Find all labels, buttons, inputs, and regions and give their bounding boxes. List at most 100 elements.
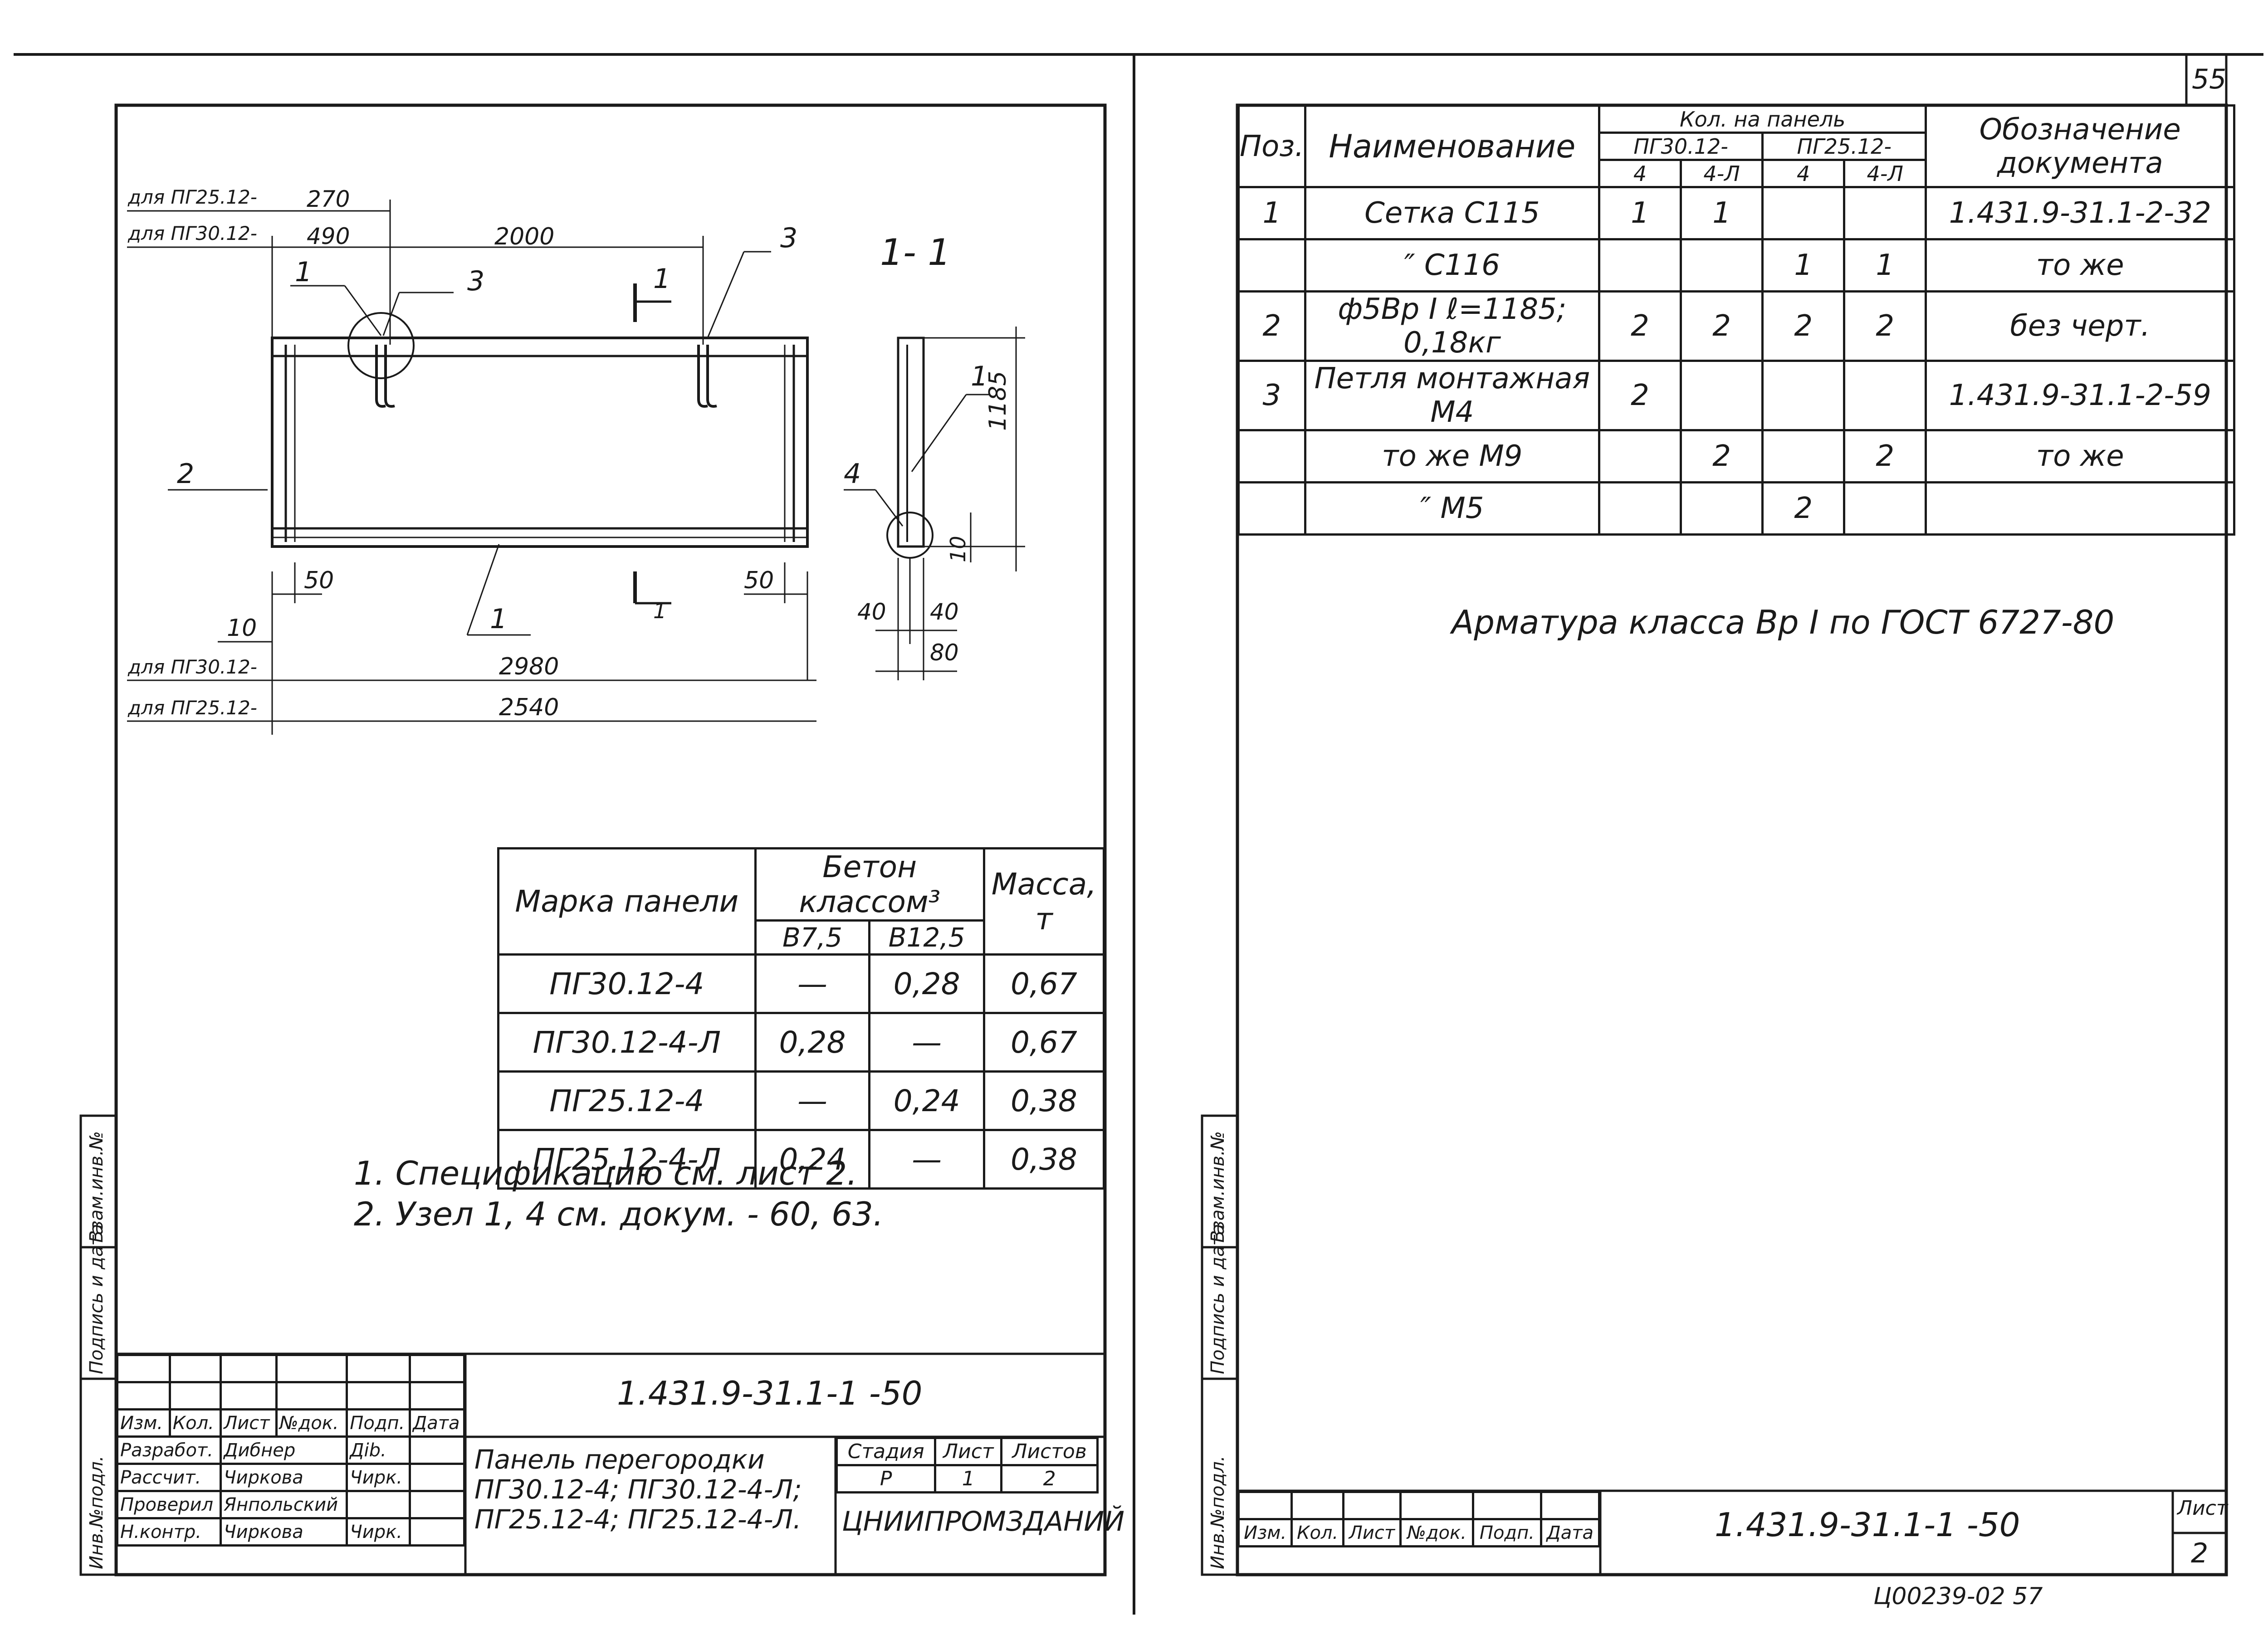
- spec-header-pg25: ПГ25.12-: [1761, 132, 1927, 161]
- table-row: ПГ30.12-4 — 0,28 0,67: [497, 953, 1105, 1014]
- table-row: 2 ф5Вр I ℓ=1185; 0,18кг 2 2 2 2 без черт…: [1237, 290, 2235, 362]
- title-block-code-right: 1.431.9-31.1-1 -50: [1715, 1506, 2020, 1544]
- table-row: 1 Сетка С115 1 1 1.431.9-31.1-2-32: [1237, 186, 2235, 240]
- spec-header-pos: Поз.: [1237, 104, 1306, 188]
- spec-cell: [1843, 360, 1927, 431]
- spec-cell: 1.431.9-31.1-2-59: [1925, 360, 2235, 431]
- dim-40-left: 40: [857, 599, 886, 625]
- sheets-header: Листов: [1000, 1437, 1099, 1466]
- spec-header-col4l: 4-Л: [1843, 159, 1927, 188]
- tb-col-ndoc: №док.: [275, 1408, 348, 1438]
- title-block-sheet-label: Лист: [2177, 1497, 2228, 1520]
- tb-role: Н.контр.: [116, 1517, 222, 1547]
- dim-50-right: 50: [744, 567, 774, 594]
- spec-header-name: Наименование: [1304, 104, 1601, 188]
- tb-person: Чиркова: [220, 1463, 348, 1492]
- mass-table: Марка панели Бетон классом³ Масса, т В7,…: [497, 847, 1105, 1190]
- title-block-stage: Стадия Лист Листов Р 1 2: [835, 1437, 1099, 1493]
- tb-col-kol: Кол.: [1290, 1518, 1345, 1547]
- label-for-pg30-bottom: для ПГ30.12-: [128, 656, 257, 678]
- spec-cell: 1.431.9-31.1-2-32: [1925, 186, 2235, 240]
- table-row: 3 Петля монтажная М4 2 1.431.9-31.1-2-59: [1237, 360, 2235, 431]
- spec-cell: то же М9: [1304, 429, 1601, 483]
- dim-1185: 1185: [984, 371, 1012, 431]
- spec-cell: [1598, 481, 1682, 536]
- tb-col-kol: Кол.: [168, 1408, 222, 1438]
- table-row: ″ С116 1 1 то же: [1237, 238, 2235, 293]
- mass-cell: ПГ25.12-4: [497, 1070, 757, 1131]
- spec-header-col4: 4: [1761, 159, 1846, 188]
- spec-header-col4l: 4-Л: [1679, 159, 1764, 188]
- dim-40-right: 40: [930, 599, 959, 625]
- side-stamp-sign: Подпись и дата: [86, 1224, 107, 1374]
- tb-col-list: Лист: [220, 1408, 278, 1438]
- dim-2000: 2000: [494, 223, 555, 250]
- mass-header-brand: Марка панели: [497, 847, 757, 956]
- sheet-value: 1: [934, 1464, 1003, 1493]
- spec-cell: ф5Вр I ℓ=1185; 0,18кг: [1304, 290, 1601, 362]
- tb-col-izm: Изм.: [1237, 1518, 1293, 1547]
- stage-value: Р: [835, 1464, 937, 1493]
- callout-1-bottom: 1: [490, 603, 508, 635]
- label-for-pg25: для ПГ25.12-: [128, 186, 257, 208]
- spec-cell: [1598, 429, 1682, 483]
- title-block-title: Панель перегородки ПГ30.12-4; ПГ30.12-4-…: [474, 1444, 802, 1535]
- spec-cell: [1843, 481, 1927, 536]
- spec-cell: [1679, 360, 1764, 431]
- spec-cell: [1925, 481, 2235, 536]
- dim-2980: 2980: [499, 653, 559, 680]
- mass-header-b75: В7,5: [754, 919, 871, 956]
- spec-cell: Петля монтажная М4: [1304, 360, 1601, 431]
- spec-cell: без черт.: [1925, 290, 2235, 362]
- spec-cell: [1237, 429, 1306, 483]
- tb-person: Дибнер: [220, 1435, 348, 1465]
- label-for-pg25-bottom: для ПГ25.12-: [128, 697, 257, 719]
- tb-signature: Дib.: [346, 1435, 411, 1465]
- spec-note: Арматура класса Вр I по ГОСТ 6727-80: [1452, 603, 2115, 641]
- title-block-code-left: 1.431.9-31.1-1 -50: [617, 1374, 923, 1412]
- spec-header-col4: 4: [1598, 159, 1682, 188]
- side-stamp-sign-right: Подпись и дата: [1207, 1224, 1228, 1374]
- callout-2: 2: [177, 458, 195, 490]
- side-stamp-replace-right: Взам.инв.№: [1207, 1131, 1228, 1243]
- spec-cell: 2: [1761, 481, 1846, 536]
- sheets-value: 2: [1000, 1464, 1099, 1493]
- note-1: 1. Спецификацию см. лист 2.: [354, 1154, 857, 1192]
- mass-cell: 0,38: [982, 1070, 1105, 1131]
- spec-cell: ″ М5: [1304, 481, 1601, 536]
- spec-cell: [1237, 481, 1306, 536]
- tb-col-date: Дата: [1540, 1518, 1600, 1547]
- tb-col-list: Лист: [1342, 1518, 1402, 1547]
- specification-table: Поз. Наименование Кол. на панель Обознач…: [1237, 104, 2235, 536]
- footer-code: Ц00239-02 57: [1873, 1583, 2043, 1610]
- mass-cell: 0,24: [754, 1129, 871, 1190]
- spec-cell: то же: [1925, 238, 2235, 293]
- mass-cell: 0,28: [754, 1012, 871, 1073]
- mass-cell: ПГ30.12-4-Л: [497, 1012, 757, 1073]
- callout-1-section-mark: 1: [653, 263, 671, 295]
- spec-header-pg30: ПГ30.12-: [1598, 132, 1764, 161]
- spec-cell: 1: [1598, 186, 1682, 240]
- mass-cell: 0,28: [868, 953, 985, 1014]
- mass-cell: —: [868, 1012, 985, 1073]
- tb-signature: [346, 1490, 411, 1519]
- organization-name: ЦНИИПРОМЗДАНИЙ: [842, 1506, 1125, 1537]
- tb-col-ndoc: №док.: [1399, 1518, 1475, 1547]
- tb-col-izm: Изм.: [116, 1408, 171, 1438]
- sheet-number: 55: [2192, 63, 2227, 95]
- dim-10: 10: [227, 615, 257, 642]
- tb-role: Проверил: [116, 1490, 222, 1519]
- dim-10-section: 10: [946, 536, 970, 562]
- mass-cell: —: [868, 1129, 985, 1190]
- mass-cell: 0,38: [982, 1129, 1105, 1190]
- dim-50-left: 50: [304, 567, 334, 594]
- mass-cell: —: [754, 1070, 871, 1131]
- spec-cell: 1: [1237, 186, 1306, 240]
- mass-header-b125: В12,5: [868, 919, 985, 956]
- table-row: ПГ30.12-4-Л 0,28 — 0,67: [497, 1012, 1105, 1073]
- spec-cell: [1679, 238, 1764, 293]
- spec-cell: 2: [1598, 360, 1682, 431]
- side-stamp-replace: Взам.инв.№: [86, 1131, 107, 1243]
- spec-cell: [1761, 186, 1846, 240]
- spec-cell: [1598, 238, 1682, 293]
